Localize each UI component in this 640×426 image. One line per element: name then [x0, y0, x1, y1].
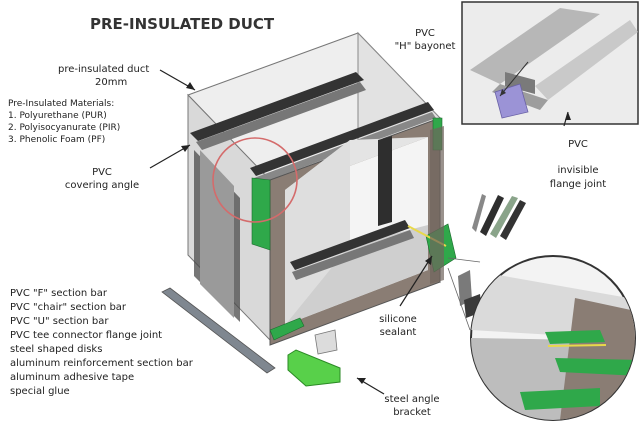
- component-item: aluminum reinforcement section bar: [10, 358, 194, 369]
- component-item: aluminum adhesive tape: [10, 372, 134, 383]
- opening-bottom-inner: [285, 225, 428, 325]
- left-flange-inner: [200, 150, 234, 318]
- leader-arrowheads: [181, 82, 571, 384]
- covering-angle-callout-circle: [212, 137, 298, 223]
- materials-heading: Pre-Insulated Materials:: [8, 99, 114, 109]
- duct-body: [187, 31, 457, 346]
- inner-bar-bottom: [290, 220, 410, 270]
- steel-angle-bracket-shape: [287, 349, 341, 387]
- floating-flange-bars: [458, 194, 526, 318]
- flange-label-line2: invisible: [557, 165, 598, 176]
- sealant-label-line1: silicone: [379, 314, 417, 325]
- top-flange-bar-2: [196, 82, 366, 150]
- magnified-flange-detail: [447, 255, 636, 421]
- sealant-label-line2: sealant: [380, 327, 417, 338]
- inner-bar-right: [378, 136, 392, 226]
- component-item: PVC "chair" section bar: [10, 302, 127, 313]
- green-corner-bottom-left: [269, 317, 305, 341]
- inset-panel-right: [535, 20, 638, 100]
- bayonet-leader-line: [499, 61, 529, 97]
- loose-f-section-bar: [161, 287, 276, 374]
- diagram-title: PRE-INSULATED DUCT: [90, 15, 275, 33]
- inset-h-core: [505, 72, 535, 94]
- material-item: 3. Phenolic Foam (PF): [8, 135, 105, 145]
- bracket-label-line1: steel angle: [384, 394, 439, 405]
- covering-label-line2: covering angle: [65, 180, 139, 191]
- right-flange: [430, 126, 444, 284]
- green-corner-top-left: [251, 177, 271, 251]
- top-flange-bar-1: [190, 72, 364, 141]
- top-flange-bar-3: [250, 102, 434, 176]
- duct-label-line2: 20mm: [95, 77, 127, 88]
- bayonet-arrowhead: [500, 89, 506, 96]
- material-item: 1. Polyurethane (PUR): [8, 111, 107, 121]
- components-list: PVC "F" section bar PVC "chair" section …: [10, 288, 194, 397]
- component-item: PVC tee connector flange joint: [10, 330, 162, 341]
- sealant-leader: [399, 255, 433, 307]
- steel-disk-part: [314, 329, 338, 355]
- mag-green-piece-1: [545, 330, 605, 344]
- mag-sealant-line: [547, 344, 607, 347]
- flange-label-line3: flange joint: [550, 179, 606, 190]
- mag-green-piece-3: [520, 388, 600, 410]
- bayonet-label-line1: PVC: [415, 28, 435, 39]
- covering-label-line1: PVC: [92, 167, 112, 178]
- component-item: steel shaped disks: [10, 344, 102, 355]
- bayonet-inset: [461, 1, 639, 125]
- inset-panel-left: [470, 8, 600, 84]
- material-item: 2. Polyisocyanurate (PIR): [8, 123, 120, 133]
- opening-left-inner: [285, 140, 350, 325]
- duct-label-line1: pre-insulated duct: [58, 64, 149, 75]
- inner-bar-bottom-2: [292, 230, 414, 280]
- bayonet-label-line2: "H" bayonet: [395, 41, 456, 52]
- component-item: PVC "U" section bar: [10, 316, 109, 327]
- component-item: PVC "F" section bar: [10, 288, 108, 299]
- flange-label-line1: PVC: [568, 139, 588, 150]
- bracket-label-line2: bracket: [393, 407, 431, 418]
- component-item: special glue: [10, 386, 70, 397]
- mag-green-piece-2: [555, 358, 635, 376]
